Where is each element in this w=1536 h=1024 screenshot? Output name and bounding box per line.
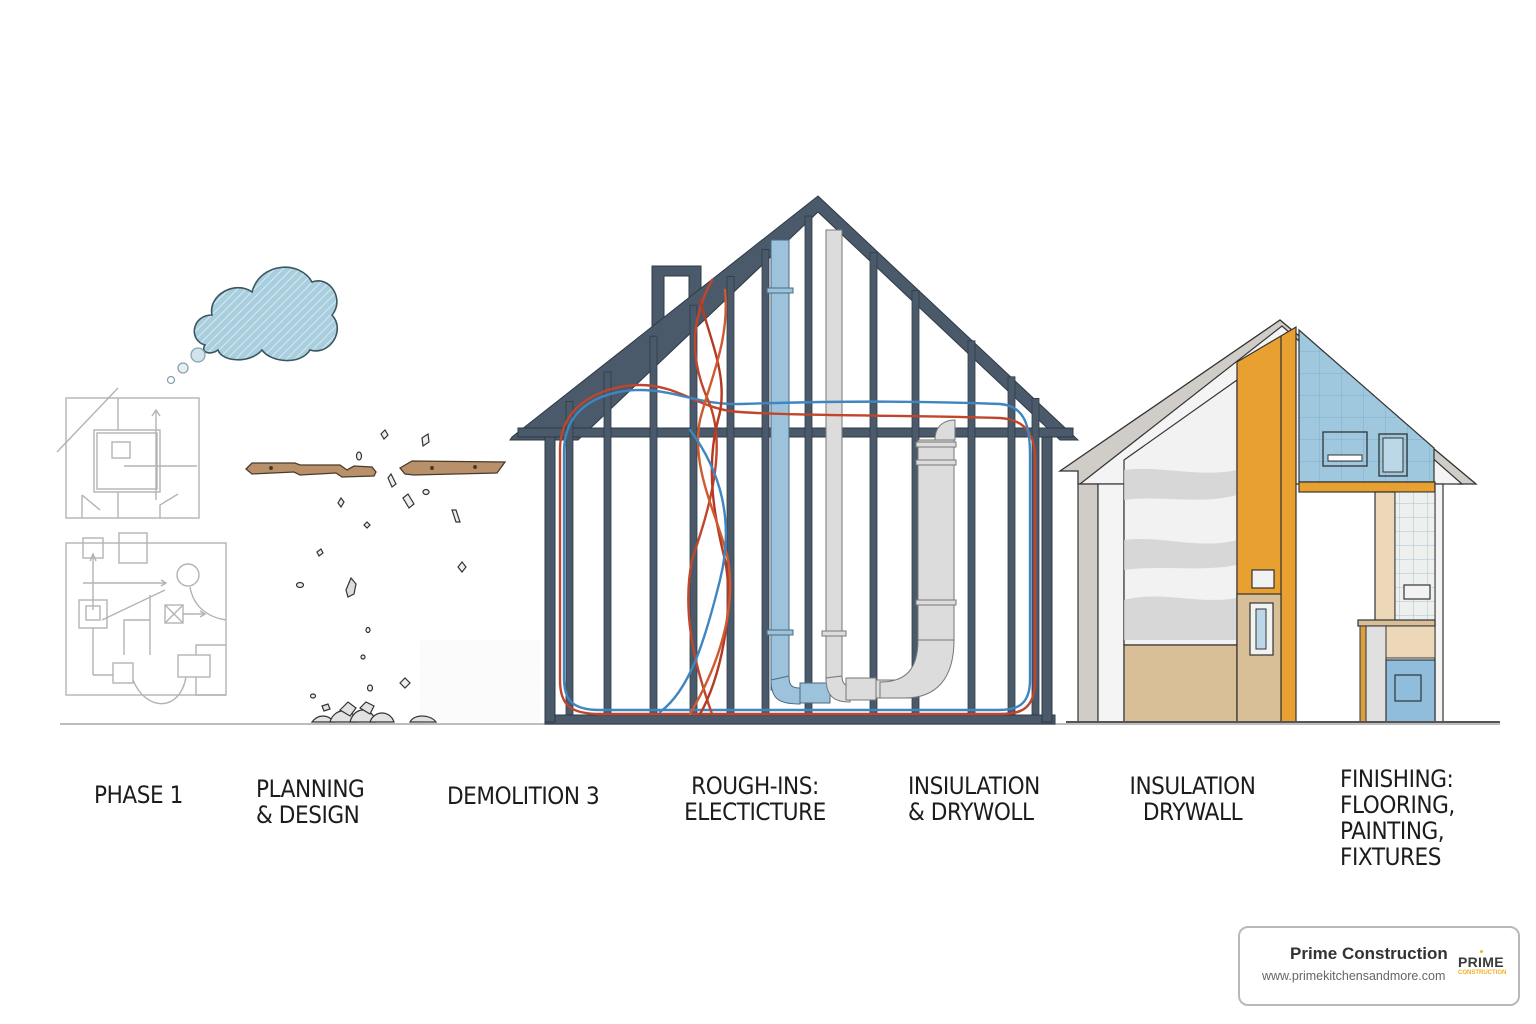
brand-logo-icon: PRIME CONSTRUCTION: [1458, 950, 1508, 982]
brand-name: Prime Construction: [1290, 944, 1448, 963]
debris-pile-icon: [310, 701, 438, 723]
phase-label-insulation-drywall: INSULATION DRYWALL: [1129, 772, 1256, 826]
light-switch-icon: [1251, 569, 1275, 589]
broken-plank-icon: [245, 460, 507, 478]
logo-dot: [1480, 950, 1483, 953]
phase-label-planning-design: PLANNING & DESIGN: [256, 775, 365, 829]
oven-icon: [1385, 659, 1436, 723]
thought-cloud-icon: [166, 266, 338, 385]
phase-label-demolition: DEMOLITION 3: [447, 782, 600, 810]
house-frame-illustration: [509, 195, 1080, 725]
plumbing-pipes-icon: [766, 229, 957, 705]
wall-stud: [761, 249, 770, 723]
wall-stud: [603, 371, 612, 723]
wall-stud: [565, 400, 574, 723]
phase-label-insulation-drywoll: INSIULATION & DRYWOLL: [908, 772, 1040, 826]
wall-stud: [649, 335, 658, 723]
wall-stud: [1007, 376, 1016, 723]
kitchen-cabinet-icon: [1357, 619, 1436, 723]
electrical-wires-icon: [558, 278, 1037, 716]
phase-label-finishing: FINISHING: FLOORING, PAINTING, FIXTURES: [1340, 765, 1455, 871]
demolition-illustration: [245, 429, 540, 723]
logo-text-top: PRIME: [1458, 954, 1504, 970]
wall-stud: [804, 215, 813, 723]
planning-illustration: [56, 266, 338, 705]
wall-studs: [565, 215, 1040, 723]
insulation-icon: [1123, 378, 1238, 723]
brand-card[interactable]: Prime Construction www.primekitchensandm…: [1238, 926, 1520, 1006]
finished-house-illustration: [1057, 319, 1500, 723]
wall-stud: [869, 252, 878, 723]
wall-stud: [967, 340, 976, 723]
debris-icon: [295, 429, 467, 699]
floor-plan-sketch-icon: [56, 387, 227, 705]
wall-stud: [726, 276, 735, 723]
brand-url[interactable]: www.primekitchensandmore.com: [1262, 969, 1446, 983]
logo-text-bottom: CONSTRUCTION: [1458, 970, 1507, 976]
phase-label-phase-1: PHASE 1: [94, 781, 183, 809]
phase-label-rough-ins: ROUGH-INS: ELECTICTURE: [684, 772, 826, 826]
bottom-plate: [544, 714, 1056, 725]
